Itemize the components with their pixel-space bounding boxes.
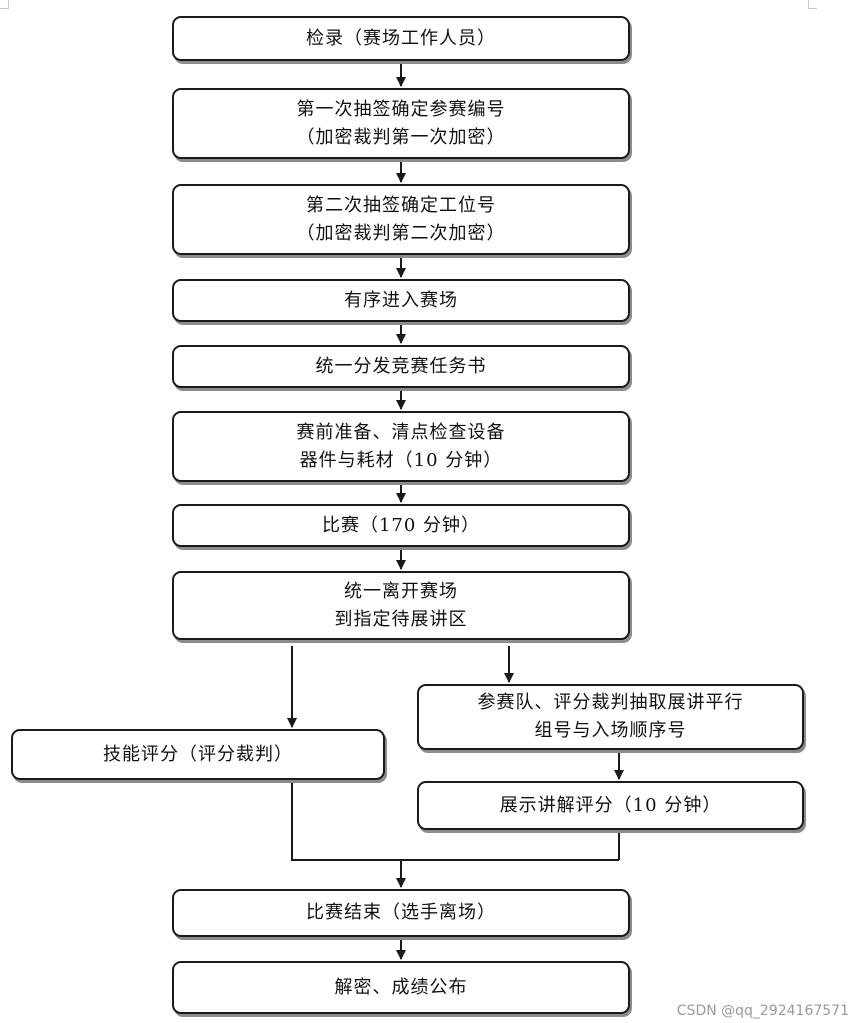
step-end: 比赛结束（选手离场） [172,889,630,937]
step-leave-venue-line-2: 到指定待展讲区 [334,608,468,630]
step-compete: 比赛（170 分钟） [172,504,630,547]
step-skill-score: 技能评分（评分裁判） [11,729,385,780]
step-checkin: 检录（赛场工作人员） [172,16,630,61]
step-draw-order-line-2: 组号与入场顺序号 [534,720,687,741]
step-leave-venue-line-1: 统一离开赛场 [344,580,458,602]
step-first-draw-line-1: 第一次抽签确定参赛编号 [296,98,506,120]
step-second-draw: 第二次抽签确定工位号 （加密裁判第二次加密） [172,184,630,255]
step-distribute-tasks-text: 统一分发竞赛任务书 [315,355,487,377]
page-corner-mark-left [0,0,9,9]
page-corner-mark-right [808,0,817,9]
step-first-draw-line-2: （加密裁判第一次加密） [296,126,506,148]
step-enter-venue: 有序进入赛场 [172,279,630,322]
step-checkin-text: 检录（赛场工作人员） [306,27,496,49]
step-skill-score-text: 技能评分（评分裁判） [103,743,293,765]
step-publish: 解密、成绩公布 [172,961,630,1014]
step-presentation: 展示讲解评分（10 分钟） [417,781,804,830]
step-enter-venue-text: 有序进入赛场 [344,289,458,311]
step-leave-venue: 统一离开赛场 到指定待展讲区 [172,571,630,640]
step-draw-order-line-1: 参赛队、评分裁判抽取展讲平行 [477,692,744,713]
step-prepare: 赛前准备、清点检查设备 器件与耗材（10 分钟） [172,411,630,482]
step-prepare-line-2: 器件与耗材（10 分钟） [299,449,503,471]
step-compete-text: 比赛（170 分钟） [321,514,481,536]
step-first-draw: 第一次抽签确定参赛编号 （加密裁判第一次加密） [172,88,630,159]
merge-line-skill-score [291,782,619,861]
csdn-watermark: CSDN @qq_2924167571 [676,1003,849,1019]
step-second-draw-line-2: （加密裁判第二次加密） [296,222,506,244]
step-end-text: 比赛结束（选手离场） [306,902,496,923]
step-draw-order: 参赛队、评分裁判抽取展讲平行 组号与入场顺序号 [417,684,804,750]
step-distribute-tasks: 统一分发竞赛任务书 [172,345,630,388]
step-presentation-text: 展示讲解评分（10 分钟） [499,794,722,816]
step-publish-text: 解密、成绩公布 [334,976,468,998]
step-prepare-line-1: 赛前准备、清点检查设备 [296,421,506,443]
step-second-draw-line-1: 第二次抽签确定工位号 [306,194,496,216]
